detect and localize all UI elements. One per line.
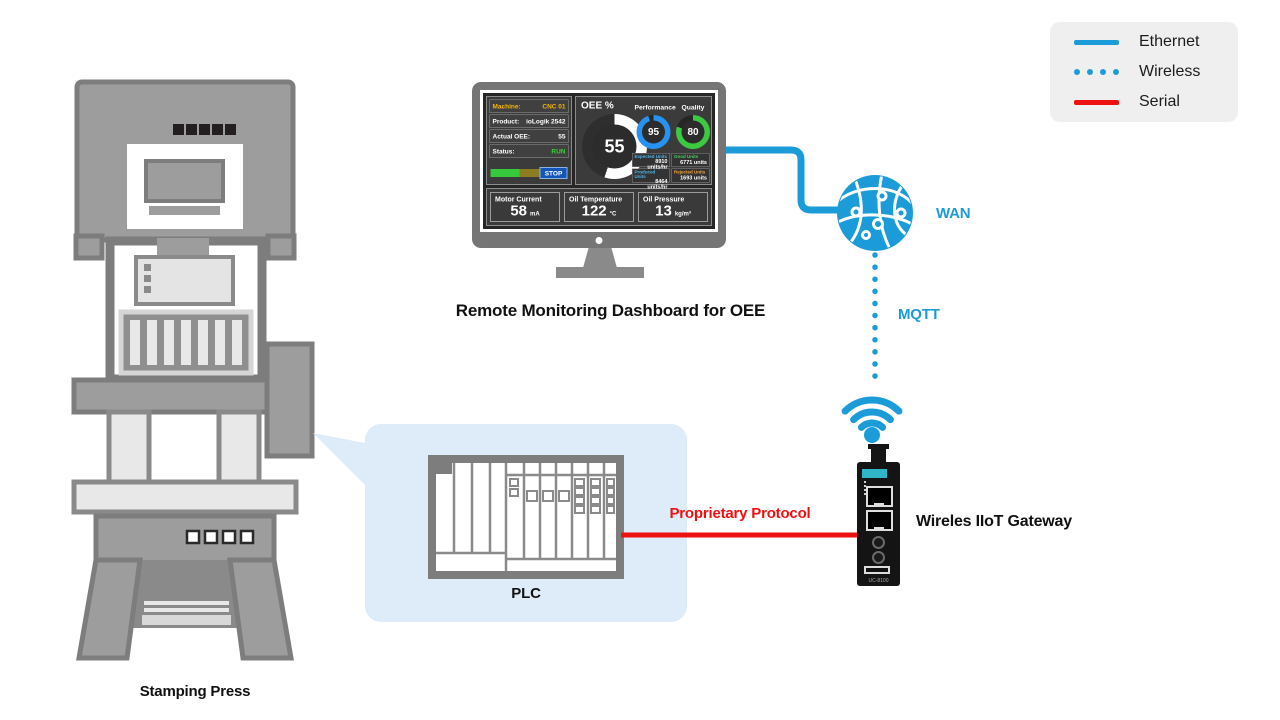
- info-value: 55: [558, 132, 566, 141]
- legend-item-ethernet: Ethernet: [1050, 29, 1238, 55]
- info-value: RUN: [551, 147, 566, 156]
- monitor-stand-neck: [583, 246, 617, 268]
- plc-label: PLC: [511, 585, 541, 602]
- machine-info-panel: Machine: CNC 01 Product: ioLogik 2542 Ac…: [486, 96, 572, 185]
- oee-value: 55: [604, 136, 625, 157]
- quality-gauge: 80: [676, 115, 710, 149]
- gateway-brand-label: [862, 469, 887, 478]
- performance-gauge: 95: [636, 115, 671, 149]
- oee-gauges-panel: OEE % 55 Performance 95 Quality 80: [575, 96, 712, 190]
- oee-gauge: 55: [582, 114, 647, 179]
- gateway-antenna: [868, 444, 889, 466]
- monitor-camera-dot: [595, 237, 603, 244]
- gateway-led-indicators: [864, 481, 866, 495]
- oee-title: OEE %: [581, 100, 614, 111]
- info-label: Actual OEE:: [492, 132, 531, 141]
- press-hmi-screen: [144, 159, 225, 203]
- performance-value: 95: [647, 126, 660, 138]
- legend-label: Ethernet: [1139, 33, 1200, 50]
- info-label: Machine:: [492, 102, 521, 111]
- info-row-actual-oee: Actual OEE: 55: [489, 129, 569, 143]
- legend: Ethernet Wireless Serial: [1050, 22, 1238, 122]
- serial-line-swatch: [1074, 99, 1119, 105]
- press-side-box: [264, 341, 315, 459]
- stamping-press-illustration: [71, 79, 315, 661]
- info-row-status: Status: RUN: [489, 144, 569, 158]
- info-value: ioLogik 2542: [526, 117, 566, 126]
- info-label: Status:: [492, 147, 515, 156]
- mqtt-label: MQTT: [898, 306, 940, 323]
- monitor-stand-base: [556, 267, 644, 278]
- serial-connector-icon: [872, 536, 885, 549]
- legend-label: Serial: [1139, 93, 1180, 110]
- iiot-gateway-device: UC-8100: [856, 444, 902, 586]
- performance-label: Performance: [634, 103, 676, 112]
- ethernet-line: [720, 146, 844, 214]
- info-label: Product:: [492, 117, 520, 126]
- press-indicator-lights: [173, 124, 236, 135]
- wireless-dots-swatch: [1074, 69, 1119, 75]
- legend-item-serial: Serial: [1050, 89, 1238, 115]
- gateway-label: Wireles IIoT Gateway: [916, 513, 1072, 530]
- wifi-icon: [841, 396, 903, 443]
- legend-label: Wireless: [1139, 63, 1201, 80]
- ethernet-port-icon: [866, 510, 893, 531]
- info-row-product: Product: ioLogik 2542: [489, 114, 569, 128]
- unit-stats-grid: Expected Units 8910 units/hr Good Units …: [632, 153, 710, 190]
- stat-rejected-units: Rejected Units 1693 units: [671, 168, 710, 183]
- stat-produced-units: Produced Units 8464 units/hr: [632, 168, 670, 190]
- info-value: CNC 01: [542, 102, 566, 111]
- protocol-label: Proprietary Protocol: [669, 505, 811, 522]
- stamping-press-label: Stamping Press: [139, 683, 251, 700]
- stat-expected-units: Expected Units 8910 units/hr: [632, 153, 670, 170]
- serial-connector-icon: [872, 551, 885, 564]
- ethernet-line-swatch: [1074, 39, 1119, 45]
- gateway-model-text: UC-8100: [868, 578, 889, 584]
- monitor-screen: Machine: CNC 01 Product: ioLogik 2542 Ac…: [480, 90, 718, 232]
- ethernet-port-icon: [866, 486, 893, 507]
- monitor: Machine: CNC 01 Product: ioLogik 2542 Ac…: [472, 82, 726, 248]
- legend-item-wireless: Wireless: [1050, 59, 1238, 85]
- gateway-body: UC-8100: [857, 462, 900, 586]
- plc-illustration: [428, 455, 624, 579]
- stop-button: STOP: [539, 167, 568, 179]
- oee-dashboard: Machine: CNC 01 Product: ioLogik 2542 Ac…: [483, 93, 715, 229]
- info-row-machine: Machine: CNC 01: [489, 99, 569, 113]
- run-progress-bar: [490, 169, 520, 177]
- press-grille: [130, 320, 242, 365]
- dashboard-caption: Remote Monitoring Dashboard for OEE: [455, 301, 766, 320]
- wan-globe-icon: [837, 175, 913, 251]
- idle-progress-bar: [519, 169, 542, 177]
- quality-label: Quality: [681, 103, 705, 112]
- stat-good-units: Good Units 6771 units: [671, 153, 710, 167]
- wan-label: WAN: [936, 205, 971, 222]
- usb-port-icon: [864, 566, 890, 574]
- quality-value: 80: [687, 126, 699, 138]
- metric-oil-temperature: Oil Temperature 122°C: [564, 192, 634, 222]
